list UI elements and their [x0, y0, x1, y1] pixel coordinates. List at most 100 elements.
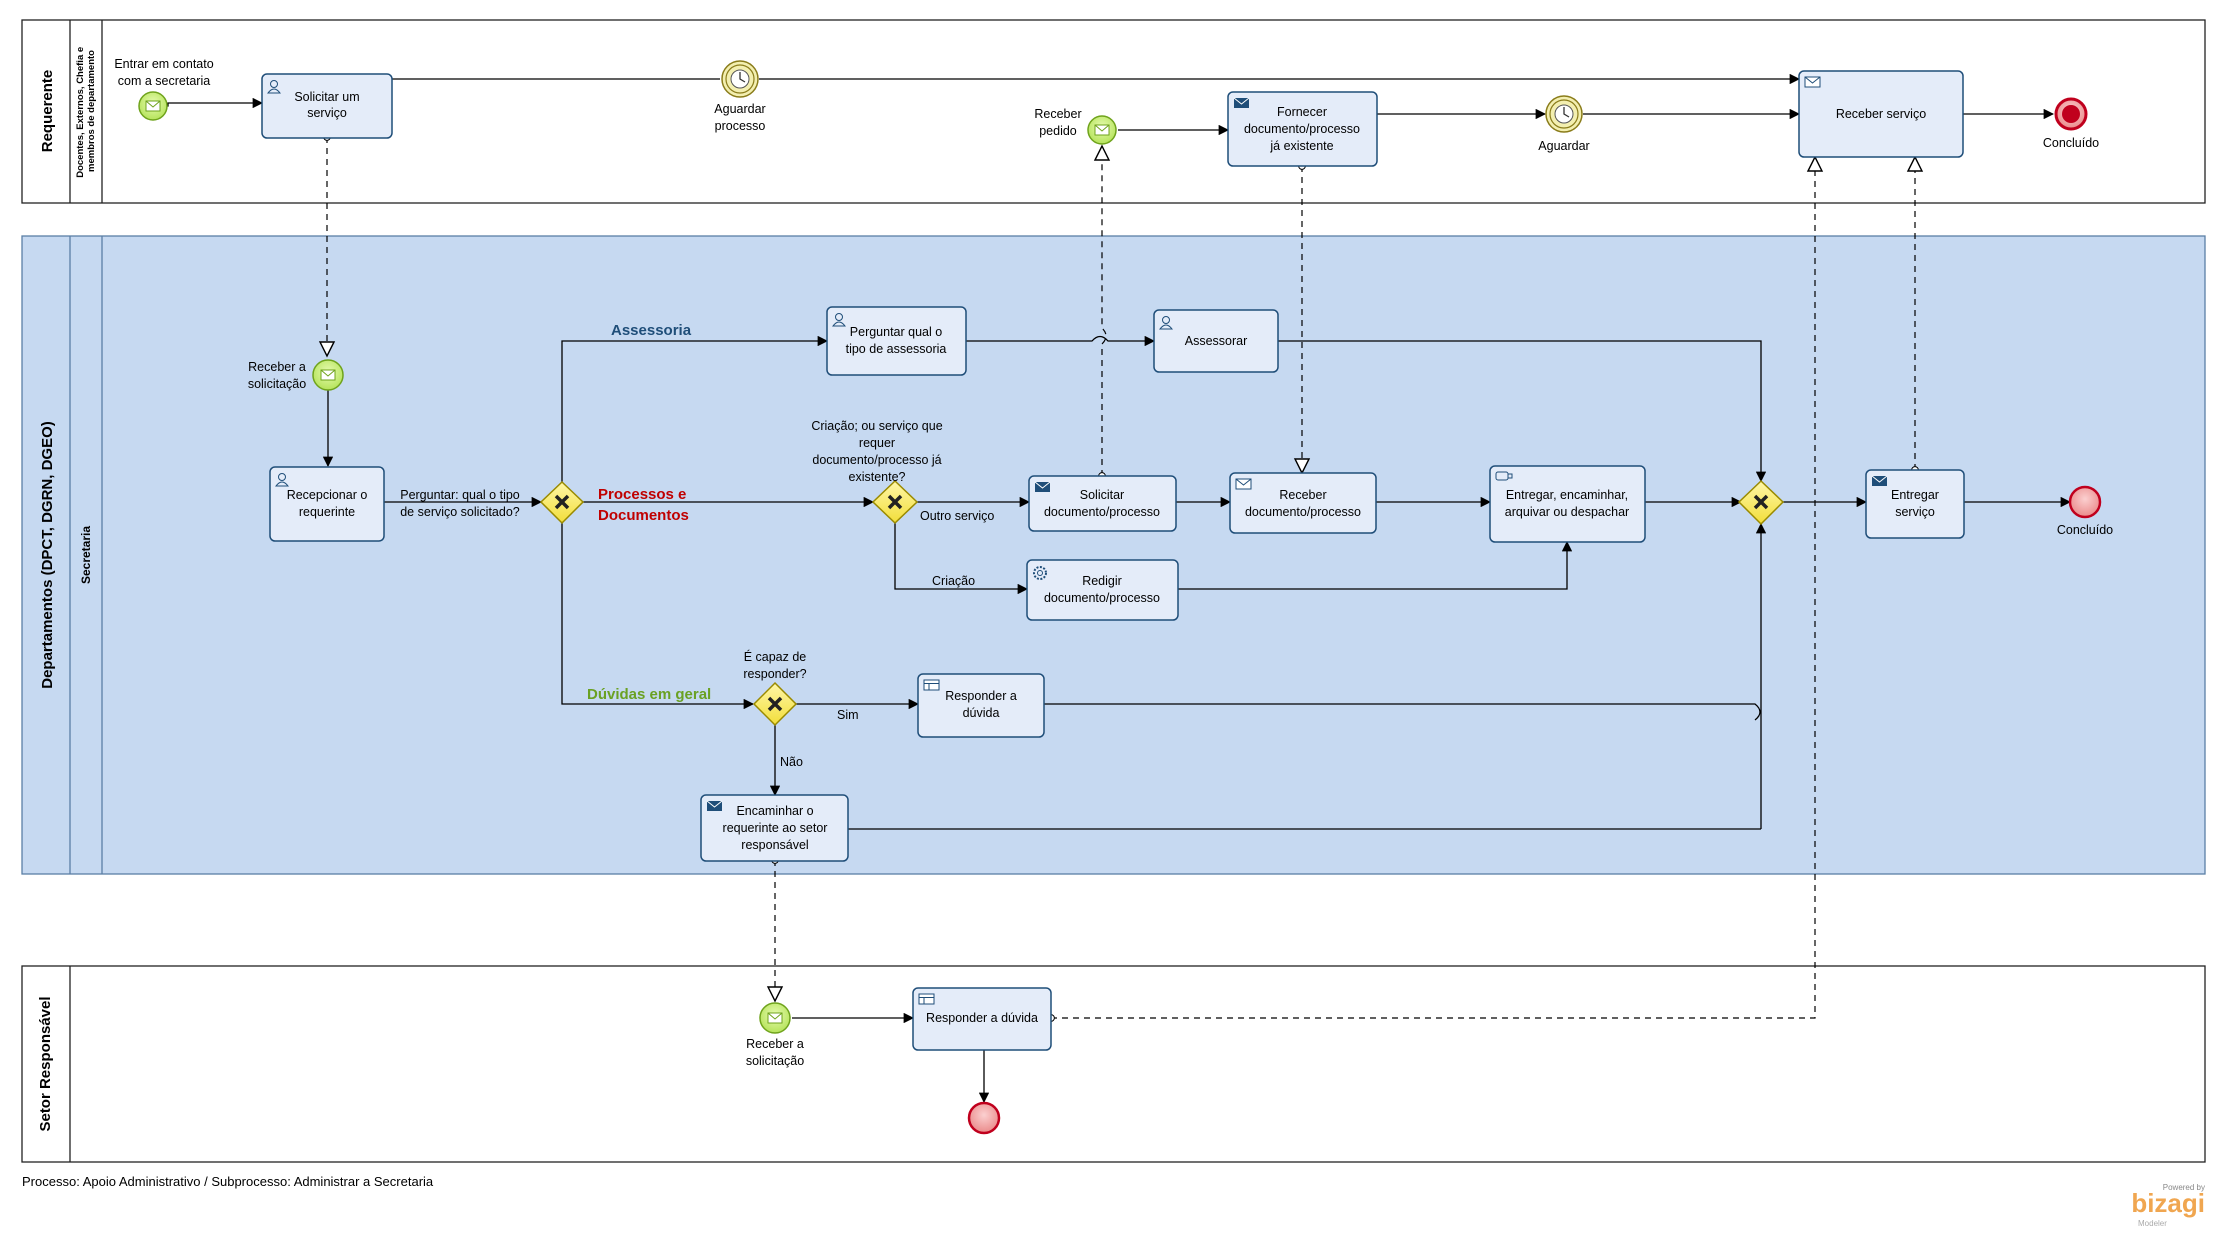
envelope-icon: [767, 1012, 783, 1024]
start-event-receber-solicitacao[interactable]: [312, 359, 344, 391]
svg-text:Assessorar: Assessorar: [1185, 334, 1248, 348]
label-sim: Sim: [837, 708, 859, 722]
label-criacao: Criação: [932, 574, 975, 588]
svg-text:Responder a dúvida: Responder a dúvida: [926, 1011, 1038, 1025]
label-assessoria: Assessoria: [611, 322, 692, 339]
flow-gateway-perguntar: [561, 335, 829, 482]
table-icon: [918, 993, 935, 1005]
gateway-join[interactable]: [1737, 479, 1785, 526]
label-duvidas-geral: Dúvidas em geral: [587, 686, 711, 703]
gateway-documento-existente[interactable]: [871, 479, 919, 525]
label-aguardar: Aguardar: [1538, 139, 1589, 153]
message-flows: [327, 137, 1915, 1018]
svg-text:Receber serviço: Receber serviço: [1836, 107, 1926, 121]
envelope-filled-icon: [706, 800, 723, 811]
x-icon: [1753, 494, 1769, 510]
label-outro-servico: Outro serviço: [920, 509, 994, 523]
x-icon: [554, 494, 570, 510]
timer-event-aguardar[interactable]: [1545, 95, 1583, 133]
envelope-icon: [145, 100, 161, 112]
start-event-entrar-contato[interactable]: [138, 91, 168, 121]
start-event-receber-pedido[interactable]: [1087, 115, 1117, 145]
bizagi-logo: Powered by bizagi Modeler: [2131, 1183, 2205, 1228]
pool-setor-responsavel: Setor Responsável: [21, 965, 2206, 1163]
envelope-filled-icon: [1871, 475, 1888, 486]
msg-responder-setor-receber-servico: [1051, 157, 1815, 1018]
user-icon: [266, 80, 282, 94]
label-concluido-mid: Concluído: [2057, 523, 2113, 537]
user-icon: [831, 313, 847, 327]
pool-title-setor: Setor Responsável: [37, 996, 54, 1131]
gateway-tipo-servico[interactable]: [539, 480, 585, 525]
hand-icon: [1495, 471, 1513, 481]
x-icon: [767, 696, 783, 712]
svg-text:Entregar, encaminhar,arquivar: Entregar, encaminhar,arquivar ou despach…: [1505, 488, 1629, 519]
end-event-concluido-mid[interactable]: [2068, 485, 2102, 519]
pool-departamentos: Departamentos (DPCT, DGRN, DGEO) Secreta…: [21, 235, 2206, 875]
pool-title-requerente: Requerente: [39, 70, 56, 153]
task-receber-servico[interactable]: Receber serviço: [1798, 70, 1964, 158]
flow-gw2-redigir: [894, 523, 1029, 595]
table-icon: [923, 679, 940, 691]
label-concluido-top: Concluído: [2043, 136, 2099, 150]
timer-event-aguardar-processo[interactable]: [721, 60, 759, 98]
user-icon: [274, 473, 290, 487]
task-responder-duvida-setor[interactable]: Responder a dúvida: [912, 987, 1052, 1051]
envelope-outline-icon: [1235, 478, 1252, 490]
svg-text:bizagi: bizagi: [2131, 1188, 2205, 1218]
lane-title-docentes: Docentes, Externos, Chefia e membros de …: [75, 44, 97, 178]
label-nao: Não: [780, 755, 803, 769]
clock-icon: [1554, 104, 1574, 124]
envelope-icon: [320, 369, 336, 381]
pool-title-departamentos: Departamentos (DPCT, DGRN, DGEO): [39, 421, 56, 689]
svg-text:Modeler: Modeler: [2138, 1219, 2167, 1228]
lane-title-secretaria: Secretaria: [79, 526, 93, 584]
envelope-outline-icon: [1804, 76, 1821, 88]
svg-text:Powered by: Powered by: [2163, 1183, 2205, 1192]
gateway-capaz-responder[interactable]: [752, 681, 798, 727]
end-event-concluido-top[interactable]: [2054, 97, 2088, 131]
end-event-setor[interactable]: [967, 1101, 1001, 1135]
flow-gateway-gw4: [561, 523, 755, 710]
clock-icon: [730, 69, 750, 89]
task-entregar-encaminhar[interactable]: Entregar, encaminhar,arquivar ou despach…: [1489, 465, 1646, 543]
envelope-icon: [1094, 124, 1110, 136]
x-icon: [887, 494, 903, 510]
task-assessorar[interactable]: Assessorar: [1153, 309, 1279, 373]
gear-icon: [1033, 566, 1047, 580]
envelope-filled-icon: [1034, 481, 1051, 492]
start-event-receber-solicitacao-setor[interactable]: [759, 1002, 791, 1034]
